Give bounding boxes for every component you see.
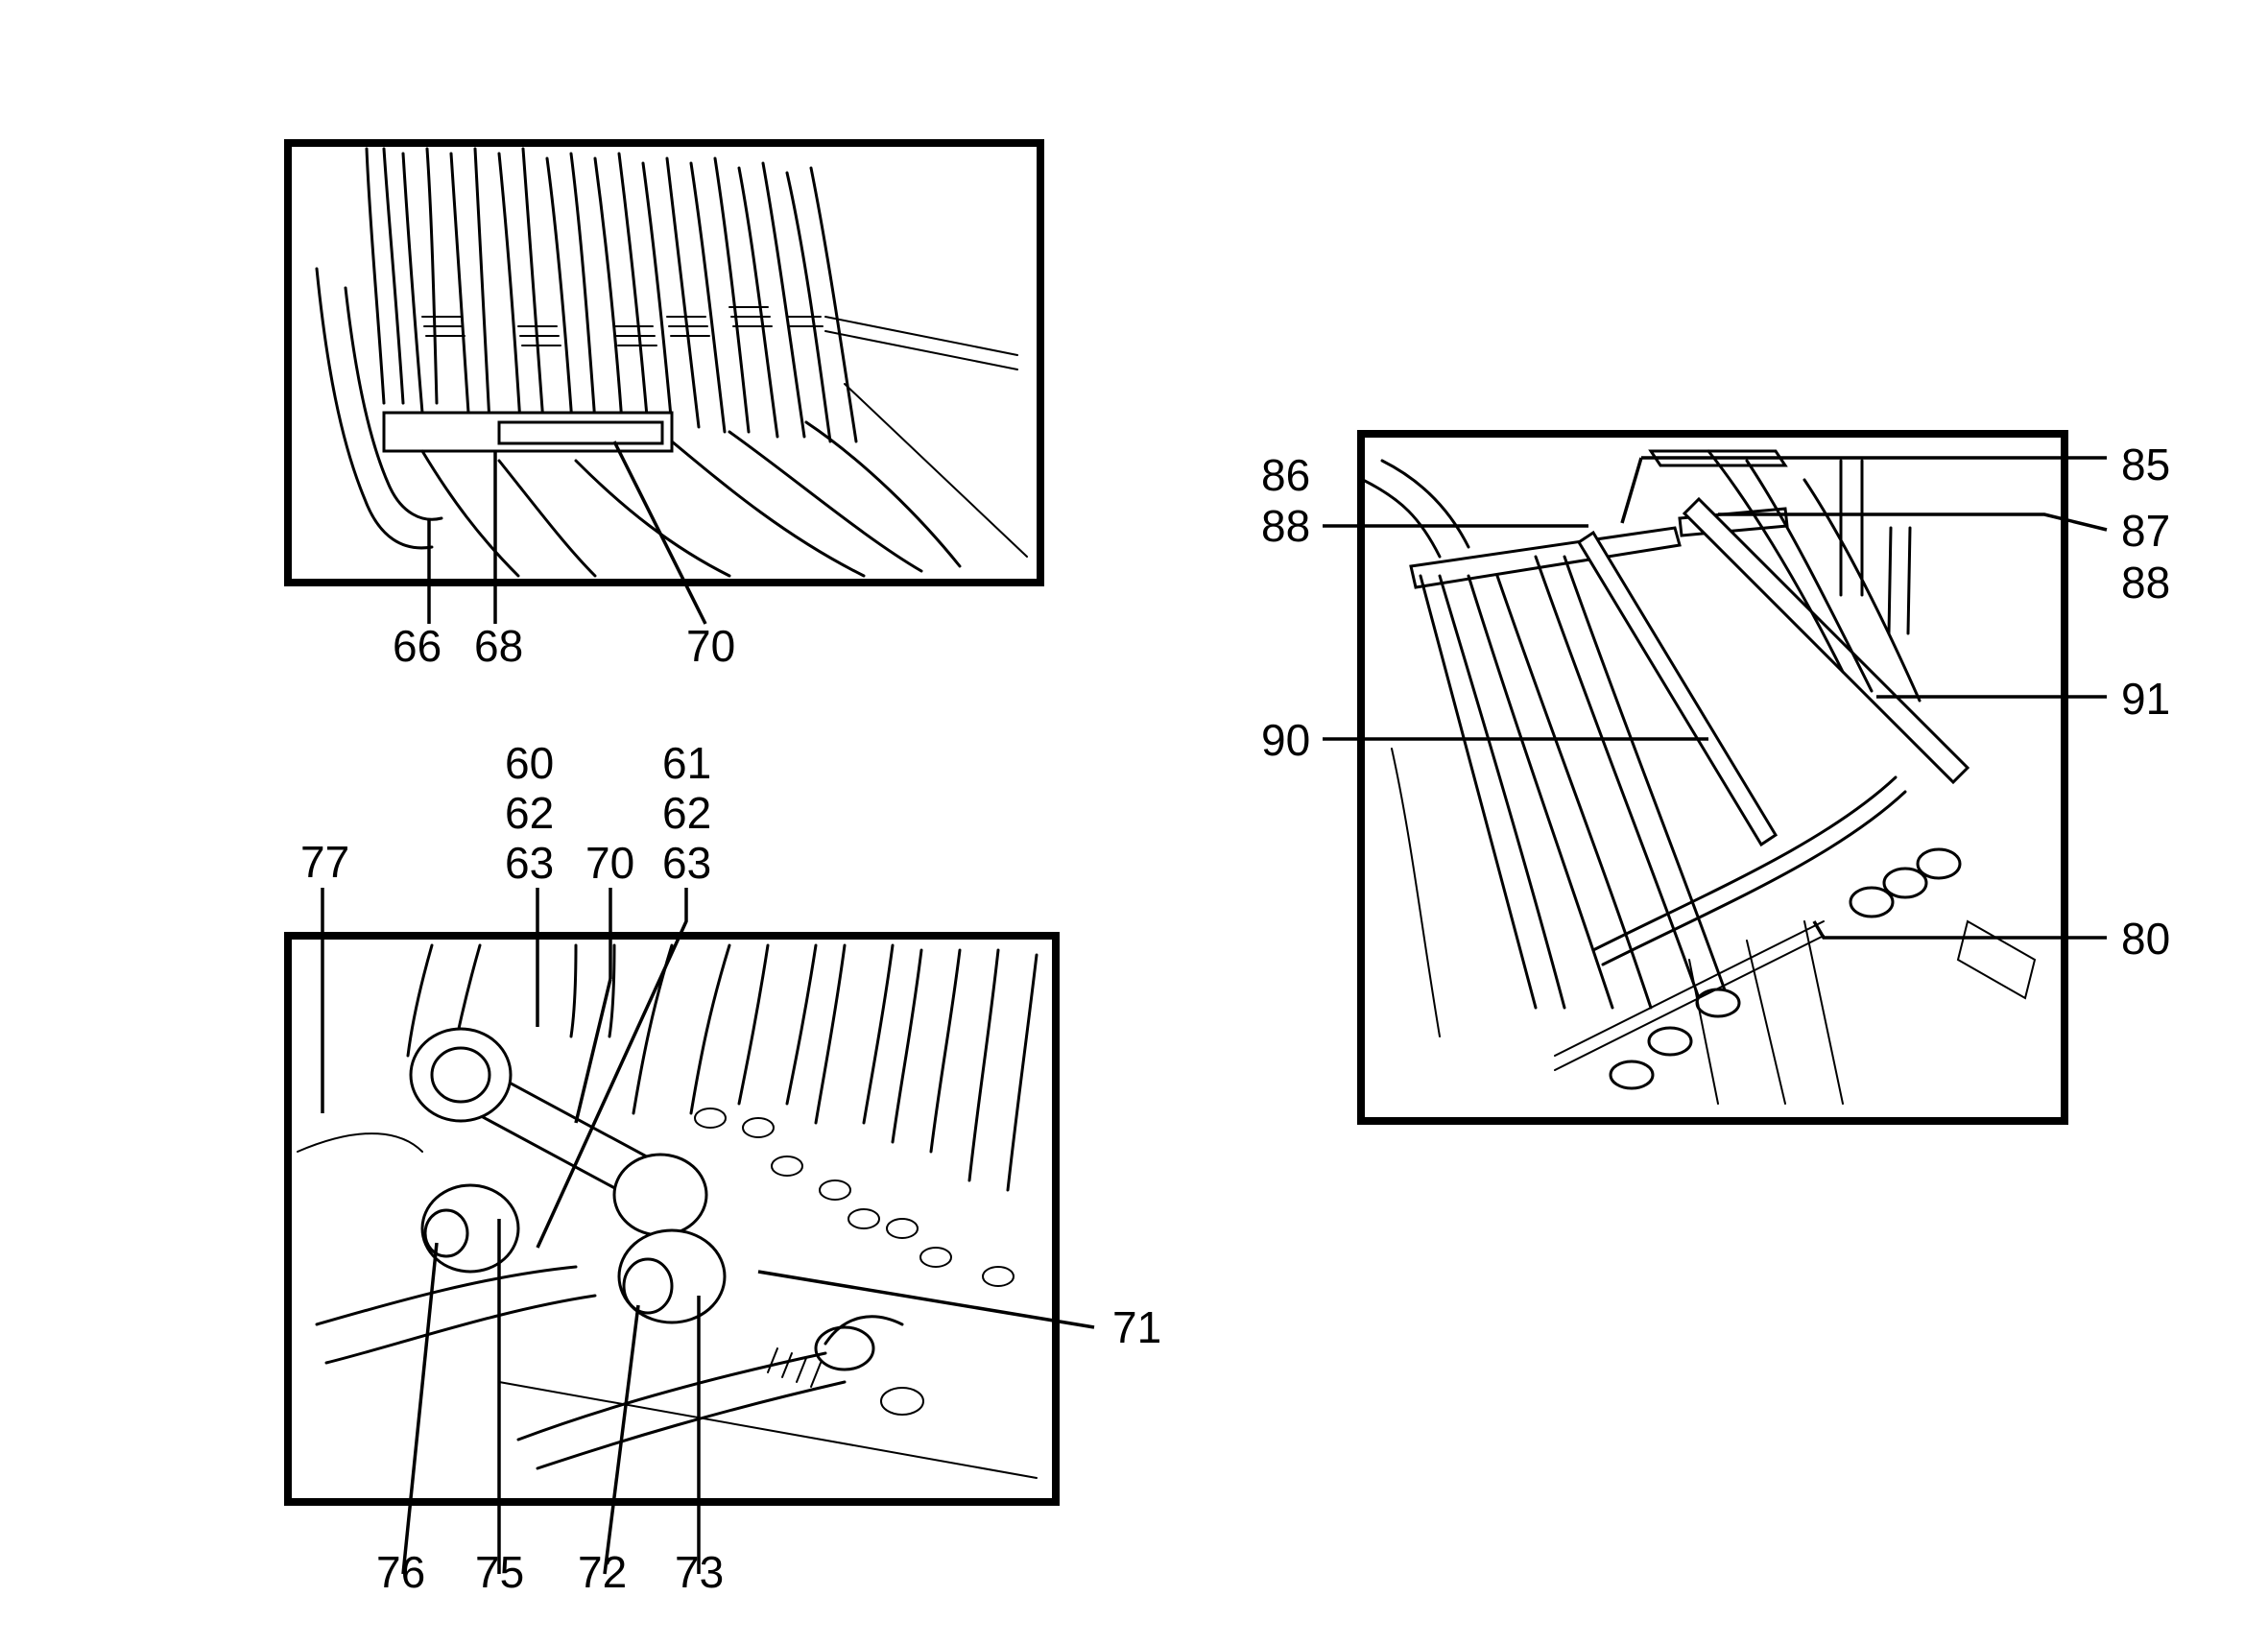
- callout-66: 66: [393, 621, 442, 671]
- callout-70: 70: [686, 621, 736, 671]
- figure-bottom-left-drawing: [284, 932, 1060, 1506]
- callout-63-a: 63: [505, 838, 555, 888]
- callout-62-a: 62: [505, 788, 555, 838]
- callout-63-b: 63: [662, 838, 712, 888]
- callout-91: 91: [2121, 674, 2171, 724]
- figure-top-left-drawing: [284, 139, 1044, 586]
- figure-bottom-left-leaders: [321, 888, 1095, 1575]
- callout-72: 72: [578, 1547, 628, 1597]
- figure-right-drawing: [1357, 430, 2068, 1125]
- callout-85: 85: [2121, 440, 2171, 489]
- callout-88-a: 88: [1261, 501, 1311, 551]
- callout-88-b: 88: [2121, 558, 2171, 608]
- callout-76: 76: [376, 1547, 426, 1597]
- callout-73: 73: [675, 1547, 725, 1597]
- callout-75: 75: [475, 1547, 525, 1597]
- callout-80: 80: [2121, 914, 2171, 964]
- callout-62-b: 62: [662, 788, 712, 838]
- callout-87: 87: [2121, 506, 2171, 556]
- figure-top-left-leaders: [427, 441, 707, 625]
- callout-90: 90: [1261, 715, 1311, 765]
- callout-61: 61: [662, 738, 712, 788]
- callout-71: 71: [1112, 1302, 1162, 1352]
- callout-70: 70: [585, 838, 635, 888]
- callout-68: 68: [474, 621, 524, 671]
- callout-77: 77: [300, 837, 350, 887]
- callout-86: 86: [1261, 450, 1311, 500]
- callout-60: 60: [505, 738, 555, 788]
- figure-right-leaders: [1323, 456, 2108, 940]
